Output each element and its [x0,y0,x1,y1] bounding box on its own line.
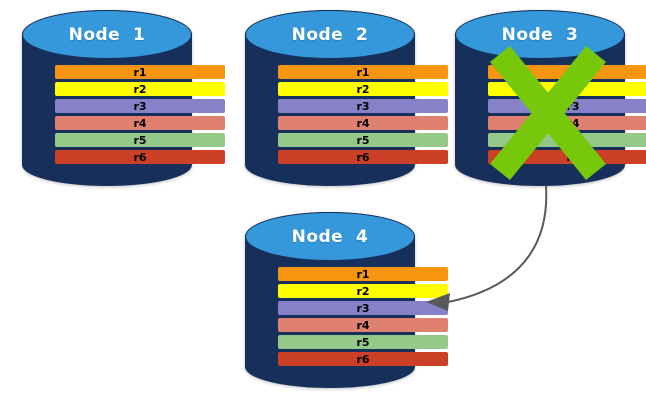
record-stripe[interactable]: r5 [278,133,448,147]
record-label: r4 [566,116,580,130]
record-stripe[interactable]: r3 [55,99,225,113]
node-1-cylinder-top [22,10,192,60]
node-1[interactable]: Node 1 r1 r2 r3 r4 r5 r6 [22,10,225,186]
record-label: r6 [356,352,370,366]
node-1-label: Node 1 [68,24,146,45]
node-4-cylinder-top [245,212,415,262]
record-stripe[interactable]: r2 [55,82,225,96]
record-label: r4 [133,116,147,130]
record-stripe[interactable]: r2 [278,82,448,96]
record-stripe[interactable]: r1 [278,267,448,281]
record-label: r6 [566,150,580,164]
node-4[interactable]: Node 4 r1 r2 r3 r4 r5 r6 [245,212,448,388]
record-label: r5 [133,133,147,147]
record-stripe[interactable]: r2 [278,284,448,298]
node-2-cylinder-top [245,10,415,60]
record-stripe[interactable]: r3 [278,301,448,315]
record-label: r4 [356,318,370,332]
record-label: r2 [356,82,370,96]
record-label: r2 [356,284,370,298]
record-stripe[interactable]: r4 [488,116,646,130]
node-4-label: Node 4 [291,226,369,247]
record-label: r6 [356,150,370,164]
node-2-label: Node 2 [291,24,369,45]
node-4-record-list: r1 r2 r3 r4 r5 r6 [245,267,481,369]
record-stripe[interactable]: r4 [55,116,225,130]
record-stripe[interactable]: r4 [278,116,448,130]
record-label: r3 [356,99,370,113]
record-stripe[interactable]: r5 [278,335,448,349]
record-stripe[interactable]: r1 [55,65,225,79]
record-label: r1 [133,65,147,79]
node-1-record-list: r1 r2 r3 r4 r5 r6 [22,65,258,167]
record-stripe[interactable]: r5 [55,133,225,147]
record-label: r6 [133,150,147,164]
record-label: r5 [356,133,370,147]
record-label: r3 [133,99,147,113]
record-label: r1 [356,65,370,79]
record-label: r4 [356,116,370,130]
record-stripe[interactable]: r6 [55,150,225,164]
record-stripe[interactable]: r2 [488,82,646,96]
record-label: r5 [356,335,370,349]
record-label: r2 [566,82,580,96]
record-label: r3 [566,99,580,113]
record-stripe[interactable]: r6 [278,150,448,164]
record-stripe[interactable]: r3 [488,99,646,113]
record-stripe[interactable]: r6 [278,352,448,366]
record-stripe[interactable]: r3 [278,99,448,113]
node-3-label: Node 3 [501,24,579,45]
record-label: r1 [566,65,580,79]
node-3[interactable]: Node 3 r1 r2 r3 r4 r5 r6 [455,10,646,186]
node-2-record-list: r1 r2 r3 r4 r5 r6 [245,65,481,167]
record-label: r2 [133,82,147,96]
record-label: r1 [356,267,370,281]
record-stripe[interactable]: r1 [278,65,448,79]
record-label: r3 [356,301,370,315]
node-3-record-list: r1 r2 r3 r4 r5 r6 [455,65,646,167]
node-2[interactable]: Node 2 r1 r2 r3 r4 r5 r6 [245,10,448,186]
record-stripe[interactable]: r5 [488,133,646,147]
record-label: r5 [566,133,580,147]
record-stripe[interactable]: r1 [488,65,646,79]
record-stripe[interactable]: r4 [278,318,448,332]
record-stripe[interactable]: r6 [488,150,646,164]
